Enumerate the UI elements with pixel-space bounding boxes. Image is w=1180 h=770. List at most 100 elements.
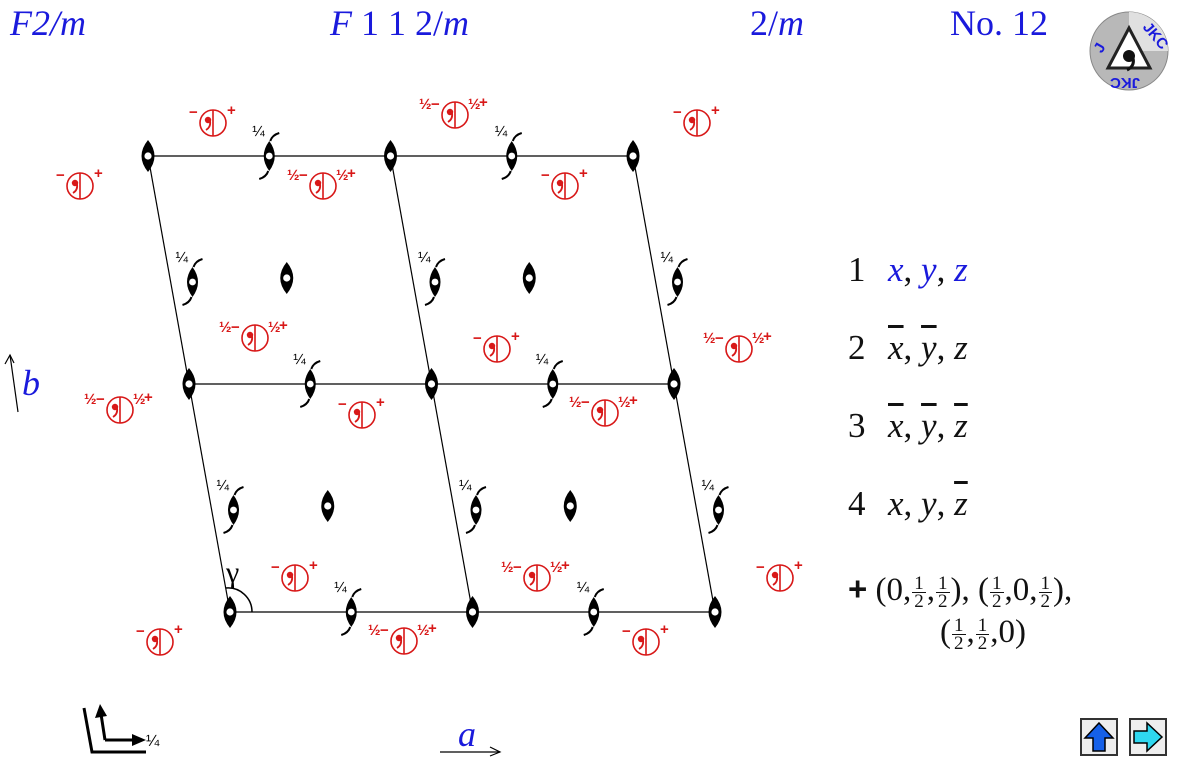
twofold-axis-inversion-centre: [182, 368, 196, 400]
arrow-up-icon: [1083, 721, 1115, 752]
general-position-symbol: −+: [622, 621, 669, 656]
general-position-symbol: ½−½+: [368, 620, 437, 655]
b-axis-label: b: [22, 363, 40, 403]
twofold-axis-inversion-centre: [280, 262, 294, 294]
plus-sign: +: [347, 165, 356, 182]
nav-next-button[interactable]: [1129, 718, 1167, 756]
position-number: 1: [848, 250, 866, 289]
twofold-axis-inversion-centre: [563, 490, 577, 522]
height-label: ¼: [536, 351, 549, 368]
screw-axis-inversion-centre: ¼: [252, 123, 280, 180]
plus-sign: +: [579, 165, 588, 182]
height-label: ½: [219, 319, 232, 336]
minus-sign: −: [431, 96, 440, 113]
plus-sign: +: [660, 621, 669, 638]
plus-sign: +: [144, 389, 153, 406]
height-label: ¼: [495, 123, 508, 140]
screw-axis-inversion-centre: ¼: [459, 477, 487, 534]
general-position-symbol: ½−½+: [419, 94, 488, 129]
screw-axis-inversion-centre: ¼: [293, 351, 321, 408]
coordinate-z: z: [954, 250, 968, 289]
height-label: ¼: [217, 477, 230, 494]
jkc-logo[interactable]: JKC J JKC: [1088, 10, 1170, 92]
general-position-symbol: −+: [338, 394, 385, 429]
minus-sign: −: [473, 330, 482, 347]
quarter-height-label: ¼: [146, 733, 160, 750]
plus-sign: +: [94, 165, 103, 182]
height-label: ½: [550, 559, 563, 576]
coordinate-x: x: [888, 406, 904, 445]
twofold-axis-inversion-centre: [425, 368, 438, 400]
general-position-symbol: −+: [541, 165, 588, 200]
general-position-symbol: ½−½+: [569, 392, 638, 427]
position-number: 4: [848, 484, 866, 523]
screw-axis-inversion-centre: ¼: [418, 249, 446, 306]
height-label: ¼: [702, 477, 715, 494]
height-label: ¼: [577, 579, 590, 596]
general-position-symbol: −+: [56, 165, 103, 200]
gamma-arc: [225, 587, 253, 613]
twofold-axis-inversion-centre: [466, 596, 479, 628]
height-label: ½: [618, 394, 631, 411]
minus-sign: −: [541, 167, 550, 184]
minus-sign: −: [338, 396, 347, 413]
height-label: ½: [501, 559, 514, 576]
minus-sign: −: [380, 622, 389, 639]
position-number: 3: [848, 406, 866, 445]
gamma-label: γ: [225, 556, 239, 589]
general-position-symbol: ½−½+: [501, 557, 570, 592]
twofold-axis-inversion-centre: [223, 596, 237, 628]
height-label: ½: [368, 622, 381, 639]
height-label: ½: [336, 167, 349, 184]
general-position-symbol: −+: [473, 328, 520, 363]
height-label: ½: [703, 330, 716, 347]
quarter-height-symbol: [82, 704, 146, 754]
height-label: ½: [417, 622, 430, 639]
height-label: ½: [84, 391, 97, 408]
coordinate-y: y: [921, 484, 937, 523]
plus-sign: +: [174, 621, 183, 638]
screw-axis-inversion-centre: ¼: [495, 123, 523, 180]
plus-sign: +: [629, 392, 638, 409]
height-label: ¼: [334, 579, 347, 596]
height-label: ¼: [661, 249, 674, 266]
minus-sign: −: [513, 559, 522, 576]
minus-sign: −: [96, 391, 105, 408]
coordinate-z: z: [954, 484, 968, 523]
plus-sign: +: [376, 394, 385, 411]
height-label: ¼: [252, 123, 265, 140]
plus-sign: +: [279, 317, 288, 334]
twofold-axis-inversion-centre: [522, 262, 536, 294]
minus-sign: −: [581, 394, 590, 411]
space-group-number: No. 12: [950, 3, 1048, 43]
coordinate-x: x: [888, 328, 904, 367]
a-axis-label: a: [458, 714, 476, 754]
height-label: ¼: [176, 249, 189, 266]
height-label: ½: [133, 391, 146, 408]
minus-sign: −: [56, 167, 65, 184]
nav-up-button[interactable]: [1080, 718, 1118, 756]
plus-sign: +: [763, 328, 772, 345]
minus-sign: −: [231, 319, 240, 336]
minus-sign: −: [756, 559, 765, 576]
screw-axis-inversion-centre: ¼: [577, 579, 605, 636]
arrow-right-icon: [1133, 721, 1164, 753]
screw-axis-inversion-centre: ¼: [702, 477, 729, 534]
screw-axis-inversion-centre: ¼: [661, 249, 688, 306]
height-label: ½: [287, 167, 300, 184]
crystal-class-symbol: F2/m: [10, 3, 86, 43]
coordinate-y: y: [921, 250, 937, 289]
minus-sign: −: [622, 623, 631, 640]
coordinate-z: z: [954, 406, 968, 445]
twofold-axis-inversion-centre: [384, 140, 397, 172]
height-label: ¼: [418, 249, 431, 266]
twofold-axis-inversion-centre: [626, 140, 640, 172]
general-position-symbol: −+: [673, 102, 720, 137]
general-position-symbol: ½−½+: [219, 317, 288, 352]
coordinate-z: z: [954, 328, 968, 367]
